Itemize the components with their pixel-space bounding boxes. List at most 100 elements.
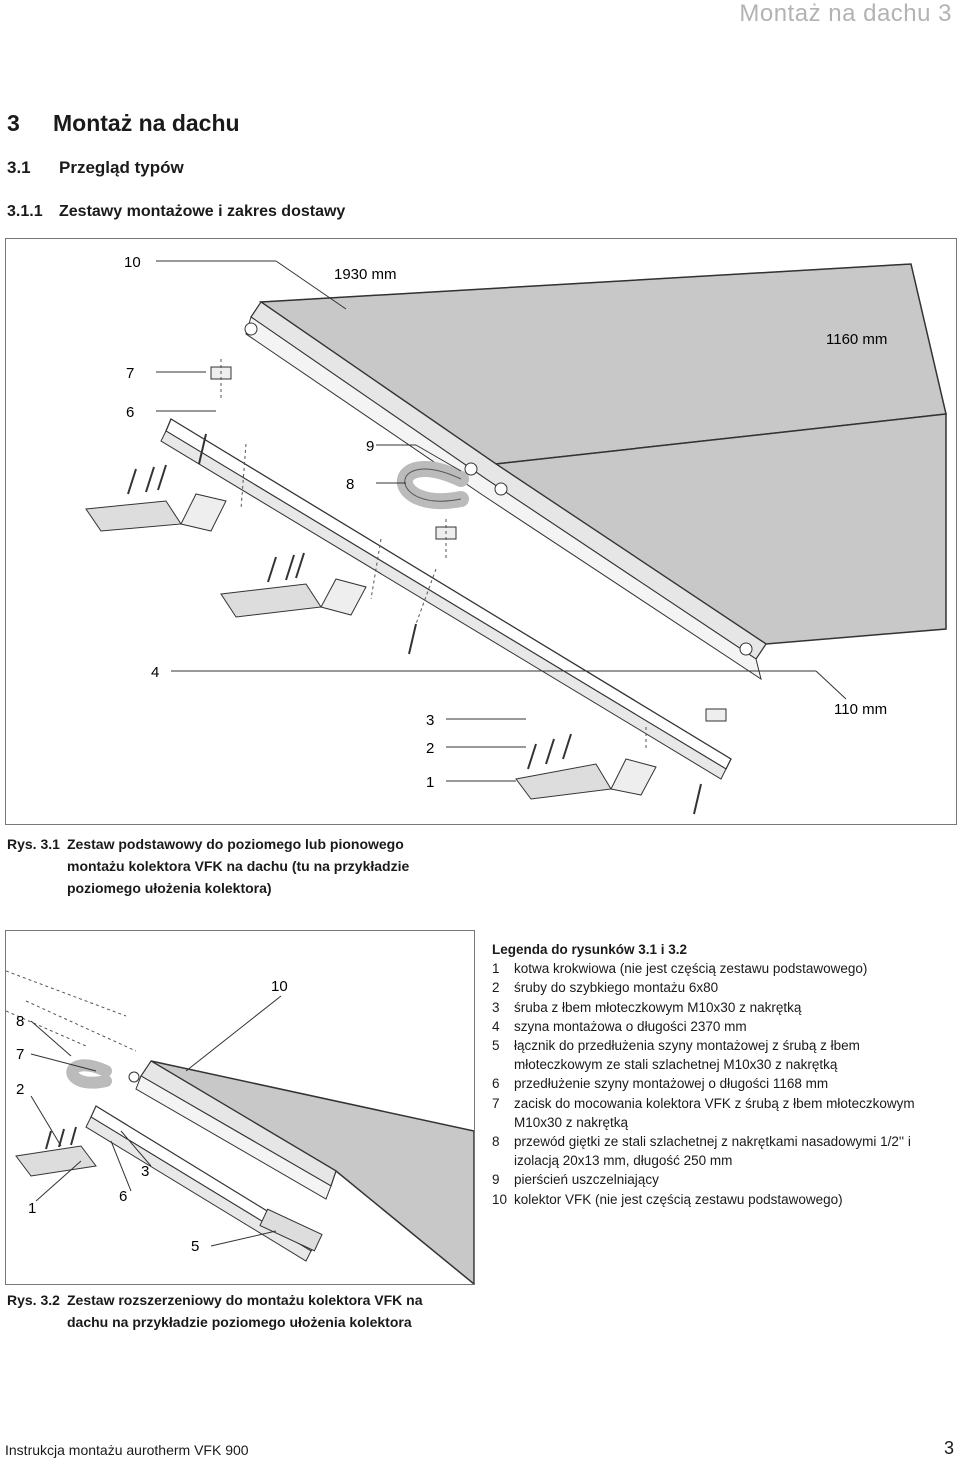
callout-8: 8 bbox=[16, 1013, 24, 1030]
caption-line-1: Zestaw podstawowy do poziomego lub piono… bbox=[67, 836, 404, 852]
caption-prefix: Rys. 3.2 bbox=[7, 1292, 60, 1308]
legend-item-text: przewód giętki ze stali szlachetnej z na… bbox=[514, 1134, 911, 1169]
figure-3-2-caption: Rys. 3.2 Zestaw rozszerzeniowy do montażu… bbox=[7, 1289, 477, 1333]
callout-6: 6 bbox=[119, 1188, 127, 1205]
callout-1: 1 bbox=[28, 1200, 36, 1217]
mounting-rail-side bbox=[160, 430, 727, 780]
legend: Legenda do rysunków 3.1 i 3.2 1 kotwa kro… bbox=[492, 940, 952, 1209]
callout-10: 10 bbox=[124, 254, 141, 271]
legend-item-number: 5 bbox=[492, 1038, 500, 1054]
legend-item-text: pierścień uszczelniający bbox=[514, 1172, 659, 1188]
figure-3-2-drawing: 10 8 7 2 3 6 1 5 bbox=[5, 970, 475, 1286]
section-number: 3 bbox=[7, 110, 20, 136]
legend-item: 1 kotwa krokwiowa (nie jest częścią zesta… bbox=[492, 959, 952, 978]
legend-item-number: 3 bbox=[492, 999, 500, 1015]
connection-nut-3 bbox=[494, 482, 508, 496]
callout-9: 9 bbox=[366, 438, 374, 455]
page-number: 3 bbox=[943, 1438, 954, 1458]
legend-title: Legenda do rysunków 3.1 i 3.2 bbox=[492, 942, 688, 957]
legend-item-text: kotwa krokwiowa (nie jest częścią zestaw… bbox=[514, 961, 868, 977]
legend-item-text: zacisk do mocowania kolektora VFK z śrub… bbox=[514, 1095, 915, 1130]
roof-anchor-3 bbox=[515, 758, 657, 800]
figure-3-1-drawing: 10 7 6 9 8 4 3 2 1 1930 mm 1160 mm 110 m… bbox=[85, 254, 947, 815]
legend-list: 1 kotwa krokwiowa (nie jest częścią zesta… bbox=[492, 959, 952, 1209]
legend-item-text: przedłużenie szyny montażowej o długości… bbox=[514, 1076, 829, 1092]
figure-3-1: 10 7 6 9 8 4 3 2 1 1930 mm 1160 mm 110 m… bbox=[5, 238, 957, 825]
section-heading: 3 Montaż na dachu bbox=[7, 110, 240, 137]
figure-3-1-caption: Rys. 3.1 Zestaw podstawowy do poziomego l… bbox=[7, 833, 467, 899]
legend-item: 10 kolektor VFK (nie jest częścią zestawu… bbox=[492, 1190, 952, 1209]
caption-line-3: poziomego ułożenia kolektora) bbox=[67, 880, 272, 896]
roof-anchor bbox=[15, 1145, 97, 1177]
legend-item-number: 4 bbox=[492, 1018, 500, 1034]
guide-lines bbox=[220, 359, 647, 749]
legend-item-number: 9 bbox=[492, 1172, 500, 1188]
callout-1: 1 bbox=[426, 774, 434, 791]
legend-item: 2 śruby do szybkiego montażu 6x80 bbox=[492, 978, 952, 997]
subsection-heading: 3.1 Przegląd typów bbox=[7, 158, 184, 178]
callout-7: 7 bbox=[16, 1046, 24, 1063]
dimension-depth: 110 mm bbox=[834, 701, 887, 718]
legend-item: 4 szyna montażowa o długości 2370 mm bbox=[492, 1017, 952, 1036]
connection-nut-1 bbox=[244, 322, 258, 336]
collector-frame-side bbox=[135, 1075, 332, 1200]
section-title: Montaż na dachu bbox=[53, 110, 240, 136]
legend-item: 5 łącznik do przedłużenia szyny montażowe… bbox=[492, 1036, 952, 1074]
legend-item-number: 8 bbox=[492, 1134, 500, 1150]
flexible-hose bbox=[396, 461, 469, 510]
caption-line-1: Zestaw rozszerzeniowy do montażu kolekto… bbox=[67, 1292, 423, 1308]
callout-3: 3 bbox=[141, 1163, 149, 1180]
legend-item: 6 przedłużenie szyny montażowej o długośc… bbox=[492, 1074, 952, 1093]
legend-item-number: 7 bbox=[492, 1095, 500, 1111]
caption-line-2: dachu na przykładzie poziomego ułożenia … bbox=[67, 1314, 412, 1330]
callout-6: 6 bbox=[126, 404, 134, 421]
legend-item: 9 pierścień uszczelniający bbox=[492, 1170, 952, 1189]
figure-3-2: 10 8 7 2 3 6 1 5 bbox=[5, 930, 475, 1286]
legend-item-text: łącznik do przedłużenia szyny montażowej… bbox=[514, 1038, 860, 1073]
connection-nut-2 bbox=[464, 462, 478, 476]
legend-item-text: śruba z łbem młoteczkowym M10x30 z nakrę… bbox=[514, 999, 802, 1015]
caption-prefix: Rys. 3.1 bbox=[7, 836, 60, 852]
roof-anchor-1 bbox=[85, 493, 227, 532]
roof-anchor-2 bbox=[220, 578, 367, 618]
legend-item-number: 10 bbox=[492, 1191, 508, 1207]
callout-3: 3 bbox=[426, 712, 434, 729]
clamp-3 bbox=[705, 708, 727, 722]
dimension-line-top bbox=[260, 263, 912, 303]
caption-line-2: montażu kolektora VFK na dachu (tu na pr… bbox=[67, 858, 410, 874]
legend-item: 7 zacisk do mocowania kolektora VFK z śru… bbox=[492, 1094, 952, 1132]
legend-item-number: 2 bbox=[492, 980, 500, 996]
callout-4: 4 bbox=[151, 664, 159, 681]
connection-nut bbox=[128, 1071, 140, 1083]
legend-item: 3 śruba z łbem młoteczkowym M10x30 z nakr… bbox=[492, 998, 952, 1017]
flexible-hose bbox=[66, 1059, 112, 1089]
subsection-title: Przegląd typów bbox=[59, 158, 184, 177]
legend-item-number: 1 bbox=[492, 961, 500, 977]
callout-8: 8 bbox=[346, 476, 354, 493]
flexible-hose-outline bbox=[404, 468, 462, 502]
connection-nut-4 bbox=[739, 642, 753, 656]
callout-leaders bbox=[156, 260, 847, 782]
footer-text: Instrukcja montażu aurotherm VFK 900 bbox=[5, 1442, 249, 1458]
dimension-height: 1160 mm bbox=[826, 331, 887, 348]
subsubsection-heading: 3.1.1 Zestawy montażowe i zakres dostawy bbox=[7, 203, 345, 221]
callout-2: 2 bbox=[16, 1081, 24, 1098]
legend-item-text: szyna montażowa o długości 2370 mm bbox=[514, 1018, 747, 1034]
dimension-width: 1930 mm bbox=[334, 266, 397, 283]
subsubsection-title: Zestawy montażowe i zakres dostawy bbox=[59, 203, 346, 220]
legend-item: 8 przewód giętki ze stali szlachetnej z n… bbox=[492, 1132, 952, 1170]
legend-item-text: śruby do szybkiego montażu 6x80 bbox=[514, 980, 719, 996]
callout-7: 7 bbox=[126, 365, 134, 382]
callout-10: 10 bbox=[271, 978, 288, 995]
mounting-rail-side bbox=[85, 1116, 312, 1262]
quick-screws bbox=[127, 433, 702, 815]
legend-item-number: 6 bbox=[492, 1076, 500, 1092]
callout-2: 2 bbox=[426, 740, 434, 757]
legend-item-text: kolektor VFK (nie jest częścią zestawu p… bbox=[514, 1191, 843, 1207]
callout-leaders bbox=[30, 995, 282, 1247]
subsubsection-number: 3.1.1 bbox=[7, 203, 43, 220]
rail-extension-connector bbox=[259, 1208, 323, 1252]
subsection-number: 3.1 bbox=[7, 158, 31, 177]
collector-frame-side bbox=[245, 316, 762, 681]
running-header: Montaż na dachu 3 bbox=[739, 0, 952, 27]
